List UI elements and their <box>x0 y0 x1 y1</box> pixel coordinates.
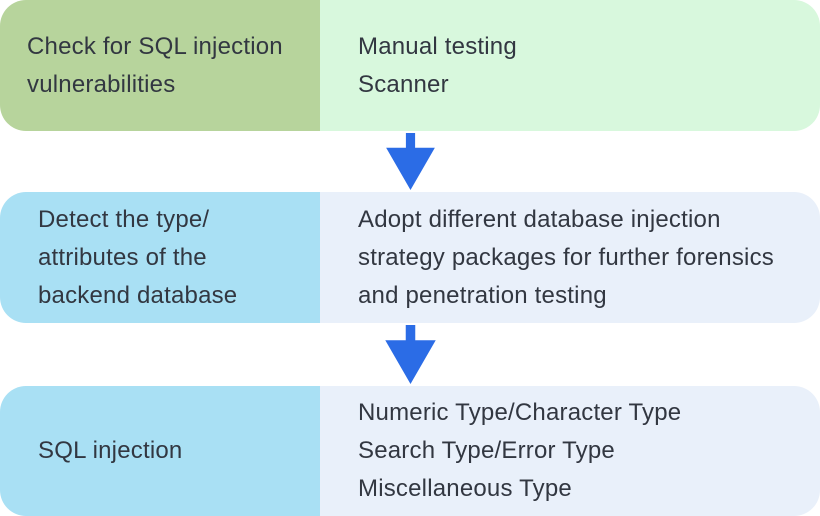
step-2-detail-cell: Adopt different database injection strat… <box>320 192 820 323</box>
flow-connector-2 <box>0 323 820 386</box>
step-1-detail-line: Scanner <box>358 70 449 98</box>
step-2-detail-line: Adopt different database injection <box>358 205 721 233</box>
step-3-row: SQL injection Numeric Type/Character Typ… <box>0 386 820 516</box>
step-3-detail-line: Search Type/Error Type <box>358 437 615 464</box>
step-3-detail-line: Numeric Type/Character Type <box>358 399 682 426</box>
step-1-detail-cell: Manual testing Scanner <box>320 0 820 131</box>
flow-connector-1 <box>0 131 820 192</box>
step-1-row: Check for SQL injection vulnerabilities … <box>0 0 820 131</box>
step-1-detail-line: Manual testing <box>358 32 517 60</box>
down-arrow-icon <box>385 133 435 190</box>
step-2-label-line: attributes of the <box>38 243 207 271</box>
step-2-row: Detect the type/ attributes of the backe… <box>0 192 820 323</box>
step-3-detail-line: Miscellaneous Type <box>358 475 572 502</box>
step-2-detail-line: and penetration testing <box>358 281 607 309</box>
step-3-label-line: SQL injection <box>38 437 183 464</box>
step-2-label-line: Detect the type/ <box>38 205 210 233</box>
step-3-detail-cell: Numeric Type/Character Type Search Type/… <box>320 386 820 516</box>
step-1-label-line: vulnerabilities <box>27 70 176 98</box>
step-3-label-cell: SQL injection <box>0 386 320 516</box>
step-2-detail-line: strategy packages for further forensics <box>358 243 774 271</box>
step-1-label-cell: Check for SQL injection vulnerabilities <box>0 0 320 131</box>
step-2-label-line: backend database <box>38 281 238 309</box>
step-1-label-line: Check for SQL injection <box>27 32 283 60</box>
down-arrow-icon <box>384 325 436 384</box>
step-2-label-cell: Detect the type/ attributes of the backe… <box>0 192 320 323</box>
